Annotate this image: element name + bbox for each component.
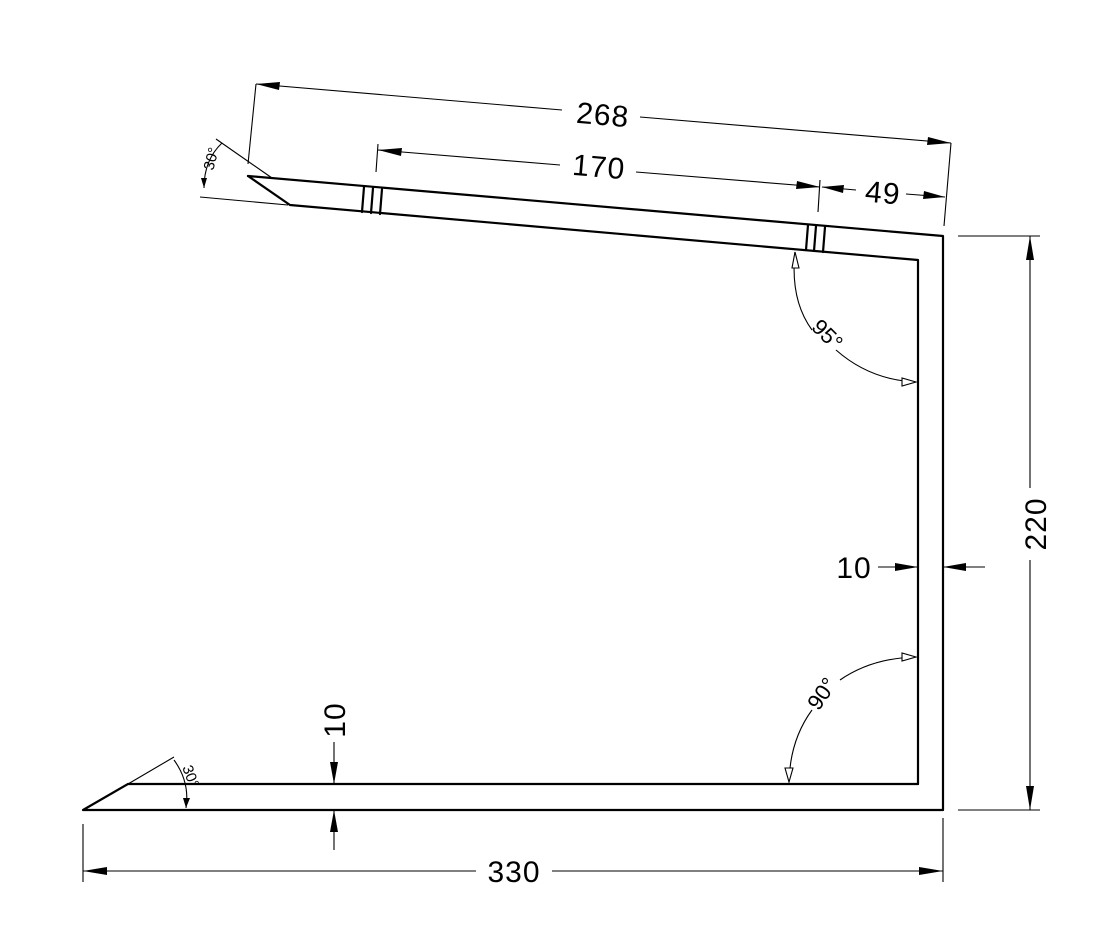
dimension-220-label: 220 xyxy=(1020,497,1053,550)
angle-30-top-label: 30° xyxy=(201,146,223,172)
angle-95-label: 95° xyxy=(807,314,848,355)
angle-30-bottom: 30° xyxy=(127,756,202,809)
bend-marks-left xyxy=(360,185,384,216)
dimension-170: 170 xyxy=(375,143,821,213)
dimension-170-label: 170 xyxy=(571,149,627,186)
top-flap-lower-edge xyxy=(246,174,920,786)
bend-marks-right xyxy=(804,223,827,254)
dimension-330-label: 330 xyxy=(487,856,540,889)
angle-30-bottom-label: 30° xyxy=(178,763,202,790)
angle-90: 90° xyxy=(784,652,919,785)
part-outline xyxy=(81,174,945,812)
angle-90-label: 90° xyxy=(802,673,842,715)
dimension-49-label: 49 xyxy=(864,176,902,212)
dimension-10-wall-label: 10 xyxy=(836,552,871,585)
outer-profile xyxy=(81,174,945,812)
angle-95: 95° xyxy=(791,251,919,387)
dimension-220: 220 xyxy=(958,235,1053,811)
dimension-10-base: 10 xyxy=(319,702,352,850)
dimension-10-base-label: 10 xyxy=(319,702,352,737)
dimension-330: 330 xyxy=(82,818,944,889)
dimension-268: 268 xyxy=(247,82,952,227)
angle-30-top: 30° xyxy=(199,138,289,206)
dimension-268-label: 268 xyxy=(575,97,631,134)
dimension-49: 49 xyxy=(821,176,946,212)
dimension-10-wall: 10 xyxy=(836,552,985,585)
